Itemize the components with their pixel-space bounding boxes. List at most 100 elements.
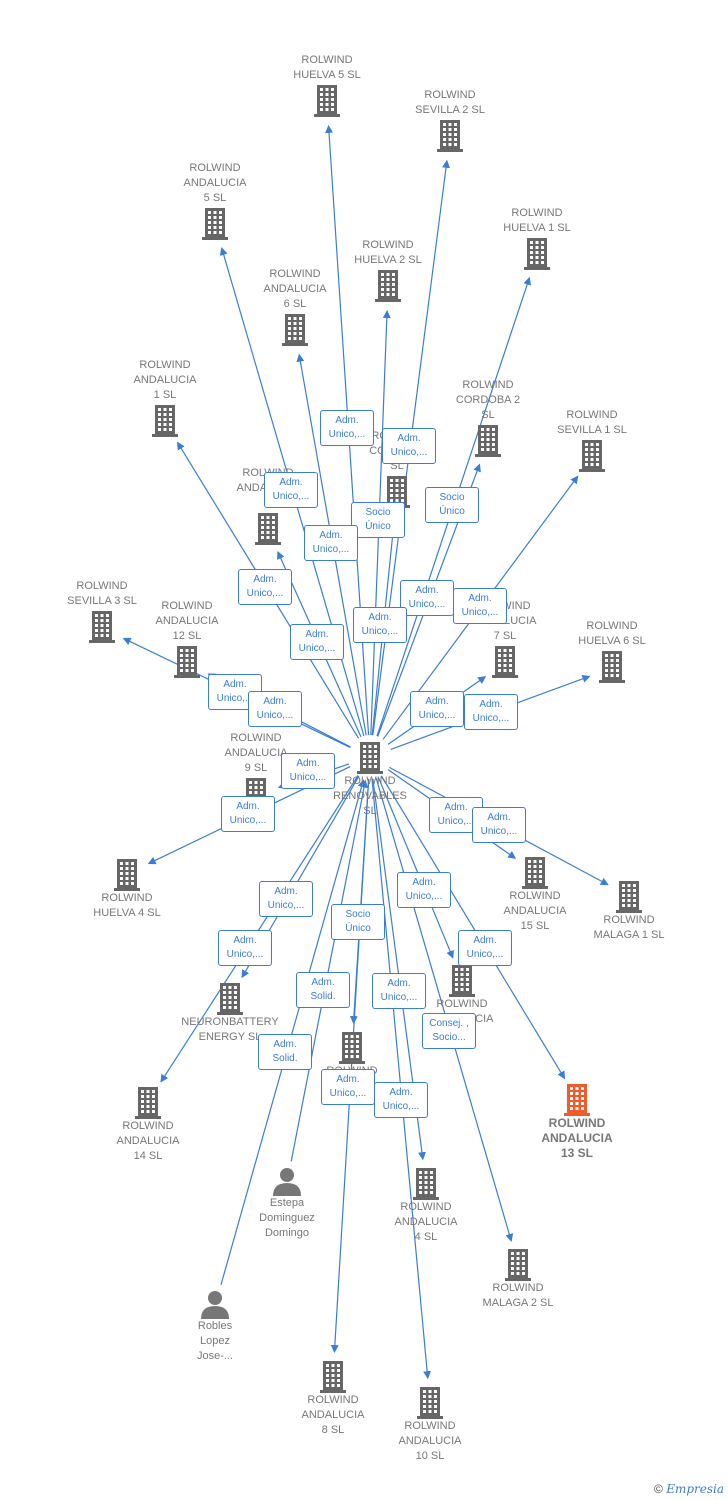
building-icon <box>282 314 308 346</box>
building-icon <box>339 1032 365 1064</box>
node-label: Robles Lopez Jose-... <box>196 1320 234 1362</box>
role-label-huelva2[interactable]: Adm. Unico,... <box>320 410 374 446</box>
role-label-socio1[interactable]: Socio Único <box>351 502 405 538</box>
role-label-robles[interactable]: Adm. Solid. <box>258 1034 312 1070</box>
role-label-andalucia4[interactable]: Adm. Unico,... <box>374 1082 428 1118</box>
node-label: ROLWIND ANDALUCIA 15 SL <box>503 890 567 932</box>
role-label-socio2[interactable]: Socio Único <box>331 904 385 940</box>
edge-center-andalucia13 <box>380 775 566 1080</box>
node-label: ROLWIND ANDALUCIA 14 SL <box>116 1120 180 1162</box>
building-icon <box>449 965 475 997</box>
node-huelva2[interactable]: ROLWIND HUELVA 2 SL <box>323 238 453 302</box>
building-icon <box>152 405 178 437</box>
building-icon <box>505 1249 531 1281</box>
building-icon <box>357 742 383 774</box>
node-label: ROLWIND HUELVA 5 SL <box>293 54 361 81</box>
building-icon <box>320 1361 346 1393</box>
edge-center-andalucia11 <box>377 777 454 959</box>
role-label-andalucia1[interactable]: Adm. Unico,... <box>238 569 292 605</box>
role-label-andalucia14[interactable]: Adm. Unico,... <box>259 881 313 917</box>
node-label: ROLWIND ANDALUCIA 4 SL <box>394 1201 458 1243</box>
role-label-sevilla1[interactable]: Adm. Unico,... <box>410 691 464 727</box>
node-andalucia6[interactable]: ROLWIND ANDALUCIA 6 SL <box>230 267 360 346</box>
node-label: ROLWIND SEVILLA 3 SL <box>67 580 137 607</box>
node-huelva4[interactable]: ROLWIND HUELVA 4 SL <box>62 857 192 921</box>
node-label: ROLWIND ANDALUCIA 5 SL <box>183 162 247 204</box>
node-andalucia14[interactable]: ROLWIND ANDALUCIA 14 SL <box>83 1085 213 1164</box>
node-andalucia5[interactable]: ROLWIND ANDALUCIA 5 SL <box>150 161 280 240</box>
node-label: ROLWIND HUELVA 6 SL <box>578 620 646 647</box>
building-icon <box>202 208 228 240</box>
role-label-estepa[interactable]: Adm. Solid. <box>296 972 350 1008</box>
node-huelva5[interactable]: ROLWIND HUELVA 5 SL <box>262 53 392 117</box>
role-label-andalucia7[interactable]: Adm. Unico,... <box>453 588 507 624</box>
node-huelva1[interactable]: ROLWIND HUELVA 1 SL <box>472 206 602 270</box>
node-andalucia15[interactable]: ROLWIND ANDALUCIA 15 SL <box>470 855 600 934</box>
person-icon <box>201 1291 229 1319</box>
edge-center-malaga2 <box>375 777 514 1242</box>
building-icon <box>579 440 605 472</box>
role-label-andalucia8[interactable]: Adm. Unico,... <box>321 1069 375 1105</box>
node-andalucia4[interactable]: ROLWIND ANDALUCIA 4 SL <box>361 1166 491 1245</box>
node-label: ROLWIND MALAGA 1 SL <box>593 914 665 941</box>
node-label: ROLWIND ANDALUCIA 10 SL <box>398 1420 462 1462</box>
building-icon <box>255 513 281 545</box>
role-label-andalucia13[interactable]: Adm. Unico,... <box>458 930 512 966</box>
building-icon <box>417 1387 443 1419</box>
edge-center-andalucia14 <box>160 775 359 1083</box>
building-icon <box>524 238 550 270</box>
role-label-cordoba1[interactable]: Adm. Unico,... <box>382 428 436 464</box>
node-sevilla2[interactable]: ROLWIND SEVILLA 2 SL <box>385 88 515 152</box>
building-icon <box>135 1087 161 1119</box>
brand-logo[interactable]: Empresia <box>666 1482 724 1496</box>
building-icon <box>217 983 243 1015</box>
role-label-cordoba2[interactable]: Socio Único <box>425 487 479 523</box>
node-center[interactable]: ROLWIND RENOVABLES SL <box>305 740 435 819</box>
node-label: Estepa Dominguez Domingo <box>259 1197 315 1239</box>
building-icon <box>114 859 140 891</box>
node-andalucia10[interactable]: ROLWIND ANDALUCIA 10 SL <box>365 1385 495 1464</box>
building-icon <box>492 646 518 678</box>
node-label: ROLWIND HUELVA 2 SL <box>354 239 422 266</box>
role-label-andalucia3[interactable]: Adm. Unico,... <box>264 472 318 508</box>
node-huelva6[interactable]: ROLWIND HUELVA 6 SL <box>547 619 677 683</box>
building-icon <box>475 425 501 457</box>
node-label: ROLWIND ANDALUCIA 8 SL <box>301 1394 365 1436</box>
building-icon <box>564 1084 590 1116</box>
building-icon <box>89 611 115 643</box>
node-cordoba2[interactable]: ROLWIND CORDOBA 2 SL <box>423 378 553 457</box>
role-label-sevilla2[interactable]: Adm. Unico,... <box>400 580 454 616</box>
role-label-neuron[interactable]: Adm. Unico,... <box>397 872 451 908</box>
role-label-andalucia6[interactable]: Adm. Unico,... <box>304 525 358 561</box>
edge-estepa-center <box>290 779 368 1162</box>
node-andalucia13[interactable]: ROLWIND ANDALUCIA 13 SL <box>512 1082 642 1161</box>
node-malaga2[interactable]: ROLWIND MALAGA 2 SL <box>453 1247 583 1311</box>
node-andalucia8[interactable]: ROLWIND ANDALUCIA 8 SL <box>268 1359 398 1438</box>
node-label: ROLWIND ANDALUCIA 13 SL <box>541 1116 613 1160</box>
node-robles[interactable]: Robles Lopez Jose-... <box>150 1289 280 1364</box>
role-label-sevilla3[interactable]: Adm. Unico,... <box>248 691 302 727</box>
role-label-andalucia9[interactable]: Adm. Unico,... <box>281 753 335 789</box>
edge-robles-center <box>220 779 366 1285</box>
person-icon <box>273 1168 301 1196</box>
role-label-consej[interactable]: Consej. , Socio... <box>422 1013 476 1049</box>
role-label-andalucia5[interactable]: Adm. Unico,... <box>353 607 407 643</box>
role-label-huelva3[interactable]: Adm. Unico,... <box>372 973 426 1009</box>
role-label-huelva6[interactable]: Adm. Unico,... <box>464 694 518 730</box>
building-icon <box>413 1168 439 1200</box>
role-label-huelva4[interactable]: Adm. Unico,... <box>221 796 275 832</box>
node-sevilla3[interactable]: ROLWIND SEVILLA 3 SL <box>37 579 167 643</box>
building-icon <box>616 881 642 913</box>
node-label: ROLWIND ANDALUCIA 12 SL <box>155 600 219 642</box>
node-andalucia1[interactable]: ROLWIND ANDALUCIA 1 SL <box>100 358 230 437</box>
role-label-huelva1[interactable]: Adm. Unico,... <box>290 624 344 660</box>
node-andalucia12[interactable]: ROLWIND ANDALUCIA 12 SL <box>122 599 252 678</box>
role-label-andalucia11[interactable]: Adm. Unico,... <box>218 930 272 966</box>
node-malaga1[interactable]: ROLWIND MALAGA 1 SL <box>564 879 694 943</box>
building-icon <box>522 857 548 889</box>
building-icon <box>314 85 340 117</box>
role-label-malaga1[interactable]: Adm. Unico,... <box>472 807 526 843</box>
node-sevilla1[interactable]: ROLWIND SEVILLA 1 SL <box>527 408 657 472</box>
node-estepa[interactable]: Estepa Dominguez Domingo <box>222 1166 352 1241</box>
node-label: ROLWIND SEVILLA 2 SL <box>415 89 485 116</box>
